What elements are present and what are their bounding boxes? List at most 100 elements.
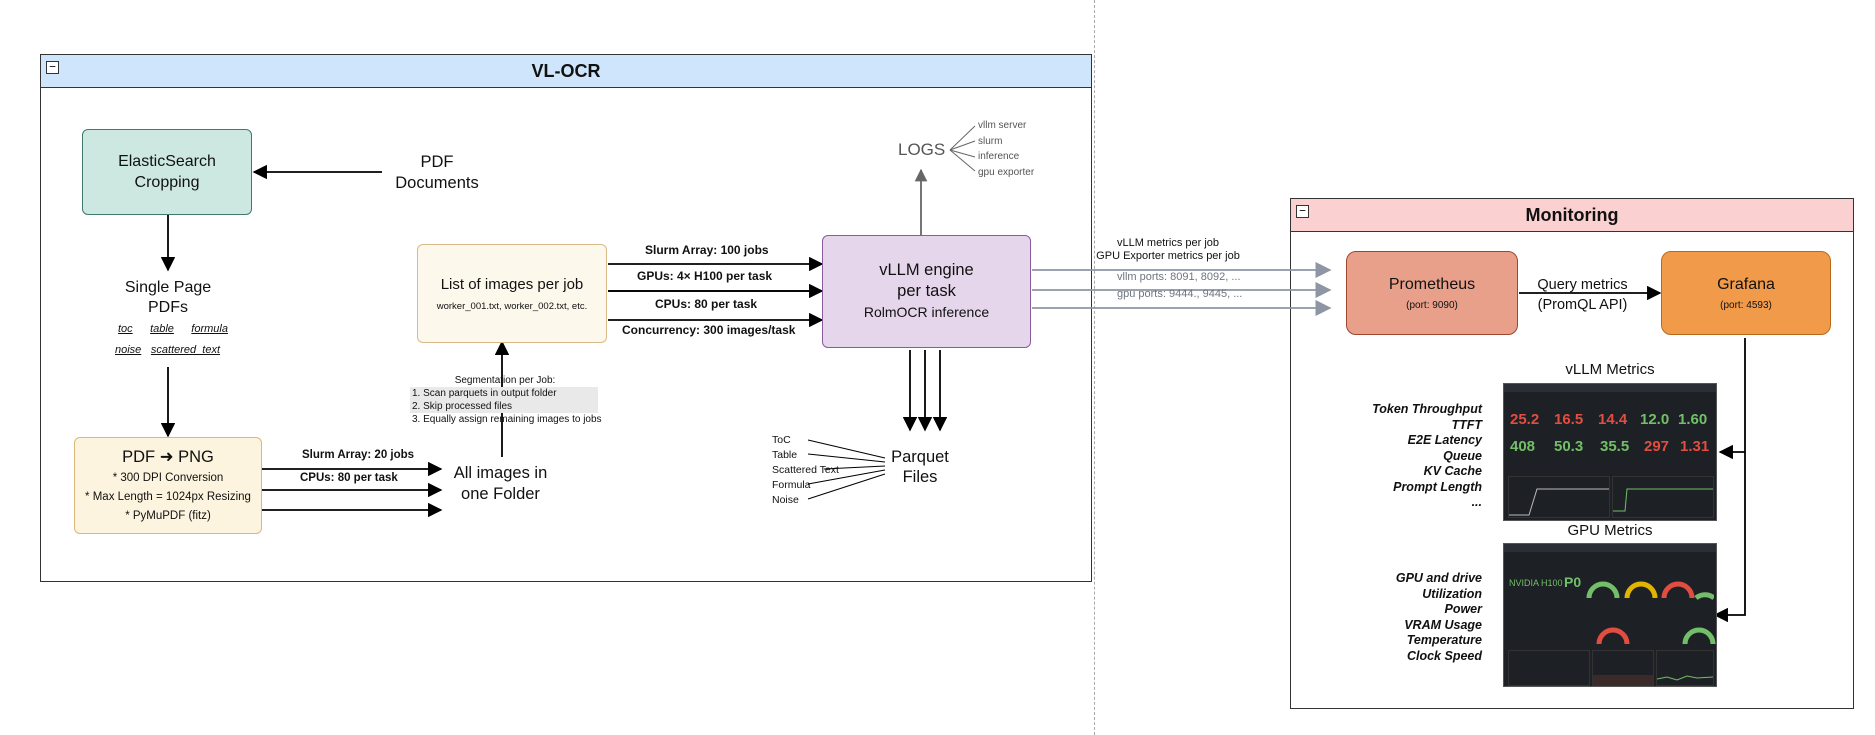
gpu-dash-gauges <box>1586 581 1714 601</box>
single-page-line-1: Single Page <box>124 279 212 296</box>
vl-ocr-collapse-button[interactable]: − <box>46 61 59 74</box>
vllm-dash-value-5: 1.60 <box>1678 411 1708 428</box>
vllm-dash-chart-2 <box>1612 476 1714 518</box>
query-line-1: Query metrics <box>1537 277 1628 293</box>
metric-temperature: Temperature <box>1406 633 1482 647</box>
gpu-dash-chart-1 <box>1592 650 1654 686</box>
gpu-exporter-metrics-per-job: GPU Exporter metrics per job <box>1096 250 1240 262</box>
prometheus-box: Prometheus (port: 9090) <box>1346 251 1518 335</box>
tag-table: table <box>150 323 174 335</box>
vllm-dash-value-2: 16.5 <box>1554 411 1584 428</box>
segmentation-steps-bg: 1. Scan parquets in output folder 2. Ski… <box>410 387 598 413</box>
all-images-folder-label: All images in one Folder <box>438 463 563 505</box>
vllm-dash-topbar <box>1504 384 1716 392</box>
all-images-line-1: All images in <box>453 464 548 482</box>
metric-gpu-driver: GPU and drive <box>1395 571 1482 585</box>
arrow-grafana-to-gpu-dash <box>1713 452 1746 623</box>
gpu-dash-chart-2 <box>1656 650 1714 686</box>
pdf-documents-line-2: Documents <box>395 174 479 192</box>
grafana-port: (port: 4593) <box>1720 299 1772 311</box>
vl-ocr-header: VL-OCR <box>41 55 1091 88</box>
vllm-line-2: per task <box>897 282 956 300</box>
logs-items: vllm server slurm inference gpu exporter <box>978 118 1034 180</box>
monitoring-title: Monitoring <box>1525 204 1619 225</box>
all-images-line-2: one Folder <box>461 485 540 503</box>
parquet-line-1: Parquet <box>891 448 949 466</box>
tag-scattered-text: scattered_text <box>150 344 220 356</box>
vllm-dash-value-9: 297 <box>1644 438 1670 455</box>
vllm-metrics-title: vLLM Metrics <box>1565 361 1655 378</box>
parquet-input-toc: ToC <box>772 434 791 446</box>
metric-queue: Queue <box>1443 448 1482 463</box>
metric-utilization: Utilization <box>1422 586 1482 601</box>
vllm-dash-value-7: 50.3 <box>1554 438 1584 455</box>
prometheus-port: (port: 9090) <box>1406 299 1458 311</box>
vllm-dash-value-6: 408 <box>1510 438 1536 455</box>
metric-prompt-length: Prompt Length <box>1393 479 1482 494</box>
pdf-documents-line-1: PDF <box>420 153 454 171</box>
segmentation-step-2: 2. Skip processed files <box>412 401 513 412</box>
metric-token-throughput: Token Throughput <box>1372 402 1482 416</box>
parquet-input-noise: Noise <box>772 494 799 506</box>
prometheus-name: Prometheus <box>1388 275 1476 293</box>
query-line-2: (PromQL API) <box>1537 297 1628 313</box>
gpu-dash-topbar <box>1504 544 1716 552</box>
tags-row-2: noise scattered_text <box>115 344 220 356</box>
parquet-input-formula: Formula <box>772 479 811 491</box>
metric-more: ... <box>1471 495 1482 509</box>
pdf-to-png-box: PDF ➜ PNG * 300 DPI Conversion * Max Len… <box>74 437 262 534</box>
monitoring-collapse-button[interactable]: − <box>1296 205 1309 218</box>
monitoring-header: Monitoring <box>1291 199 1853 232</box>
log-item-slurm: slurm <box>978 135 1003 147</box>
metric-clock-speed: Clock Speed <box>1406 648 1482 663</box>
metric-power: Power <box>1444 602 1482 616</box>
segmentation-title: Segmentation per Job: <box>454 375 556 386</box>
pdf-to-png-title: PDF ➜ PNG <box>122 448 214 466</box>
gpu-metrics-list: GPU and drive Utilization Power VRAM Usa… <box>1360 571 1482 664</box>
section-divider <box>1094 0 1095 735</box>
mid-arrow-label-2: GPUs: 4× H100 per task <box>637 269 773 283</box>
grafana-box: Grafana (port: 4593) <box>1661 251 1831 335</box>
left-arrow-label-1: Slurm Array: 20 jobs <box>302 449 415 461</box>
vllm-dash-value-1: 25.2 <box>1510 411 1540 428</box>
gpu-dash-table <box>1508 650 1590 686</box>
vllm-dash-value-10: 1.31 <box>1680 438 1710 455</box>
left-arrow-label-2: CPUs: 80 per task <box>300 472 398 484</box>
segmentation-note: Segmentation per Job: 1. Scan parquets i… <box>410 374 602 426</box>
log-item-gpu-exporter: gpu exporter <box>978 166 1035 178</box>
tag-formula: formula <box>191 323 228 335</box>
query-metrics-label: Query metrics (PromQL API) <box>1530 275 1635 315</box>
metrics-link-labels: vLLM metrics per job GPU Exporter metric… <box>1088 237 1248 263</box>
vllm-engine-box: vLLM engine per task RolmOCR inference <box>822 235 1031 348</box>
vllm-metrics-per-job: vLLM metrics per job <box>1116 237 1220 249</box>
vl-ocr-title: VL-OCR <box>531 60 601 81</box>
grafana-name: Grafana <box>1717 275 1775 293</box>
tag-noise: noise <box>115 344 142 356</box>
gpu-dashboard-screenshot: NVIDIA H100 P0 <box>1503 543 1717 687</box>
gpu-dash-gauge-red <box>1596 627 1630 645</box>
pdf-to-png-line-3: * PyMuPDF (fitz) <box>125 510 211 522</box>
single-page-pdfs-label: Single Page PDFs <box>108 278 228 318</box>
elastic-line-2: Cropping <box>134 174 200 191</box>
vllm-line-1: vLLM engine <box>879 261 974 279</box>
mid-arrow-label-1: Slurm Array: 100 jobs <box>645 243 769 257</box>
mid-arrow-label-3: CPUs: 80 per task <box>655 297 758 311</box>
parquet-input-table: Table <box>772 449 798 461</box>
vllm-dash-line-1 <box>1509 488 1609 516</box>
metric-vram-usage: VRAM Usage <box>1404 617 1482 632</box>
elastic-cropping-box: ElasticSearch Cropping <box>82 129 252 215</box>
vllm-dash-line-2 <box>1613 488 1713 512</box>
gpu-metrics-title: GPU Metrics <box>1567 522 1653 539</box>
vllm-metrics-list: Token Throughput TTFT E2E Latency Queue … <box>1360 402 1482 511</box>
vllm-dashboard-screenshot: 25.2 16.5 14.4 12.0 1.60 408 50.3 35.5 2… <box>1503 383 1717 521</box>
pdf-documents-label: PDF Documents <box>392 152 482 194</box>
log-item-inference: inference <box>978 151 1020 162</box>
gpu-dash-device: NVIDIA H100 <box>1509 578 1563 588</box>
parquet-inputs: ToC Table Scattered Text Formula Noise <box>772 433 839 508</box>
gpu-ports-label: gpu ports: 9444., 9445, ... <box>1117 288 1243 300</box>
parquet-files-label: Parquet Files <box>880 447 960 487</box>
vllm-dash-chart-1 <box>1508 476 1610 518</box>
metric-e2e-latency: E2E Latency <box>1407 433 1482 447</box>
mid-arrow-label-4: Concurrency: 300 images/task <box>622 323 796 337</box>
